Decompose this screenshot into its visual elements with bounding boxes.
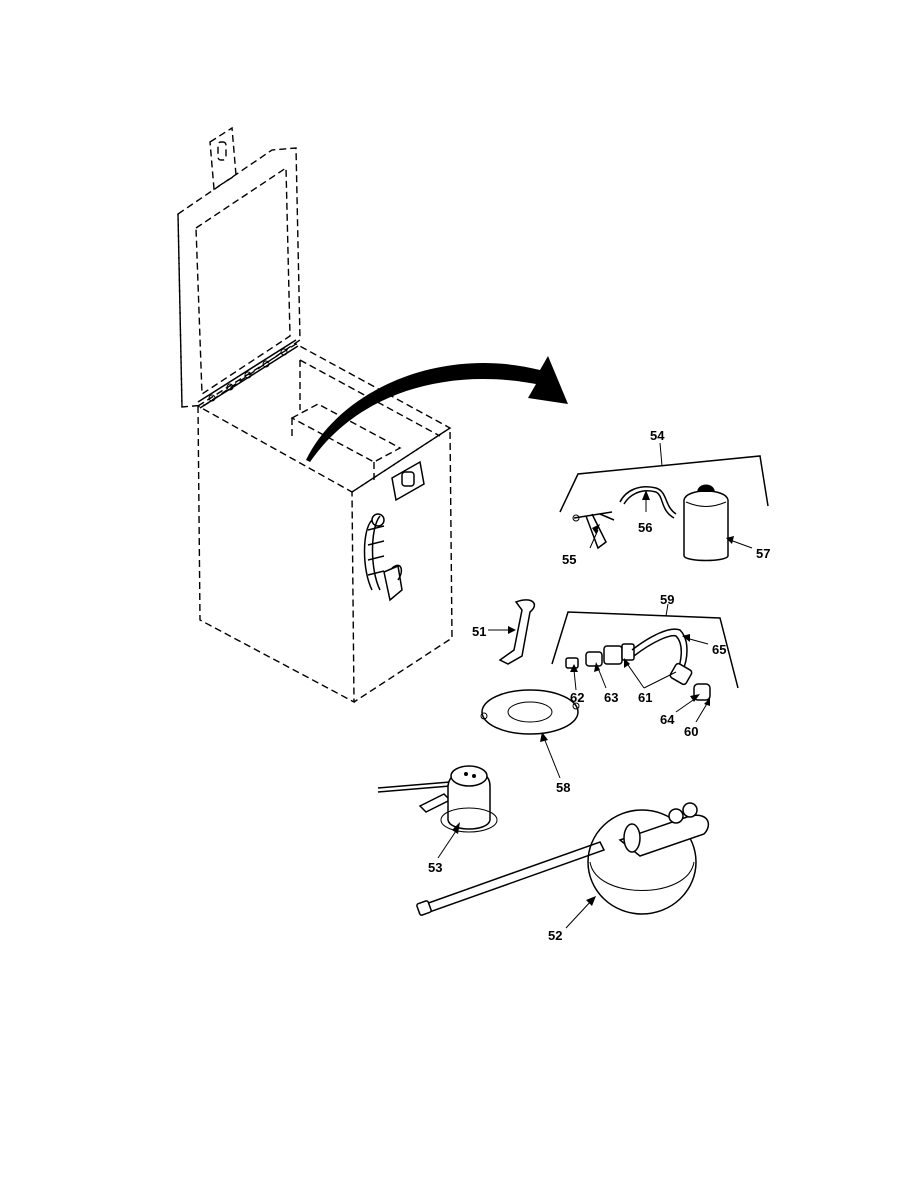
group-bracket-59 <box>551 603 739 689</box>
side-handle <box>363 513 403 602</box>
callout-58: 58 <box>556 780 570 795</box>
part-52-grease-gun <box>416 802 710 916</box>
callout-64: 64 <box>660 712 675 727</box>
callout-55: 55 <box>562 552 576 567</box>
callout-51: 51 <box>472 624 486 639</box>
callout-labels: 51 52 53 54 55 56 57 58 59 60 61 62 63 6… <box>428 428 770 943</box>
callout-65: 65 <box>712 642 726 657</box>
part-55-stand <box>572 511 615 550</box>
callout-62: 62 <box>570 690 584 705</box>
callout-56: 56 <box>638 520 652 535</box>
curved-arrow <box>306 356 568 462</box>
side-latch <box>391 460 425 502</box>
callout-57: 57 <box>756 546 770 561</box>
hinge-knuckles <box>208 348 288 402</box>
leader-lines <box>437 490 753 929</box>
callout-61: 61 <box>638 690 652 705</box>
callout-53: 53 <box>428 860 442 875</box>
group-bracket-54 <box>559 442 769 513</box>
storage-chest <box>177 126 453 704</box>
part-51-wrench <box>498 599 536 665</box>
callout-54: 54 <box>650 428 665 443</box>
callout-60: 60 <box>684 724 698 739</box>
part-57-bottle <box>683 484 729 562</box>
part-58-plate <box>480 689 580 735</box>
part-56-tube <box>619 486 677 519</box>
callout-59: 59 <box>660 592 674 607</box>
part-53-oil-can <box>377 765 498 833</box>
callout-52: 52 <box>548 928 562 943</box>
callout-63: 63 <box>604 690 618 705</box>
